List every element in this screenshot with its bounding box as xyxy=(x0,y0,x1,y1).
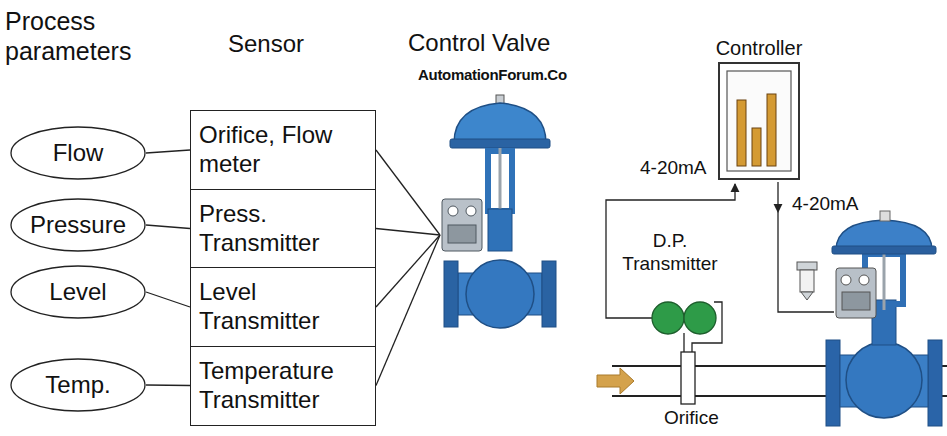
sensor-box: Temperature Transmitter xyxy=(190,346,376,426)
flow-arrow xyxy=(597,368,634,394)
control-valve-illustration xyxy=(466,206,476,216)
control-valve-illustration xyxy=(466,260,534,328)
signal-wire xyxy=(606,184,735,318)
label-holder: AutomationForum.Co xyxy=(418,66,567,84)
label-holder: 4-20mA xyxy=(640,157,707,180)
control-valve-illustration xyxy=(801,292,813,300)
ellipse-outline xyxy=(11,359,145,411)
connector-line xyxy=(146,150,190,153)
parameter-ellipse: Flow xyxy=(10,126,146,180)
label-holder: Orifice xyxy=(664,407,719,430)
connector-line xyxy=(376,229,440,236)
control-valve-illustration xyxy=(454,103,546,143)
label-holder: 4-20mA xyxy=(792,193,859,216)
connector-line xyxy=(376,235,440,386)
control-valve-illustration xyxy=(880,211,890,221)
control-valve-illustration xyxy=(841,275,851,285)
signal-wire xyxy=(778,212,834,312)
control-valve-illustration xyxy=(800,270,814,292)
controller-display xyxy=(727,71,791,171)
connector-line xyxy=(376,235,440,307)
controller-heading: Controller xyxy=(716,36,803,60)
control-valve-illustration xyxy=(444,261,458,327)
column-heading: Process parameters xyxy=(5,6,170,66)
signal-label: 4-20mA xyxy=(792,193,859,216)
dp-transmitter-symbol xyxy=(684,302,716,334)
signal-label: 4-20mA xyxy=(640,157,707,180)
ellipse-outline xyxy=(11,266,145,318)
heading-holder: Control Valve xyxy=(408,29,550,58)
sensor-name: Temperature Transmitter xyxy=(199,357,367,415)
column-heading: Sensor xyxy=(228,30,304,59)
control-valve-illustration xyxy=(499,148,502,217)
connector-line xyxy=(146,384,190,386)
label-holder: Sensor xyxy=(228,30,304,59)
controller-display xyxy=(737,100,746,166)
controller-display xyxy=(727,71,791,171)
connector-line xyxy=(376,150,440,235)
part-label: Orifice xyxy=(664,407,719,430)
sensor-box: Press. Transmitter xyxy=(190,189,376,269)
control-valve-illustration xyxy=(826,340,840,426)
controller-display xyxy=(767,94,776,166)
instrument-label: D.P. Transmitter xyxy=(617,230,723,276)
connector-line xyxy=(146,225,190,229)
control-valve-illustration xyxy=(928,340,942,426)
flow-arrow xyxy=(597,368,634,394)
control-valve-illustration xyxy=(797,262,817,270)
parameter-name: Flow xyxy=(53,139,104,168)
control-valve-illustration xyxy=(488,209,512,251)
control-valve-illustration xyxy=(836,268,876,318)
control-valve-illustration xyxy=(448,225,476,243)
column-heading: Control Valve xyxy=(408,29,550,58)
control-valve-illustration xyxy=(442,199,482,251)
impulse-line xyxy=(684,302,722,352)
controller-display xyxy=(752,128,761,166)
parameter-ellipse: Pressure xyxy=(10,198,146,252)
label-holder: Process parameters xyxy=(5,6,170,66)
dp-transmitter-symbol xyxy=(652,302,716,334)
heading-holder: Controller xyxy=(716,36,803,60)
sensor-box: Orifice, Flow meter xyxy=(190,110,376,190)
parameter-name: Pressure xyxy=(30,211,126,240)
control-valve-illustration xyxy=(542,261,556,327)
sensor-name: Level Transmitter xyxy=(199,278,367,336)
parameter-name: Temp. xyxy=(45,371,110,400)
signal-wire xyxy=(777,182,778,212)
control-valve-illustration xyxy=(846,342,922,418)
orifice-plate xyxy=(681,352,695,404)
control-valve-illustration xyxy=(797,211,942,426)
ellipse-outline xyxy=(11,199,145,251)
control-valve-illustration xyxy=(450,139,550,148)
control-valve-illustration xyxy=(832,246,936,254)
control-valve-illustration xyxy=(842,292,870,310)
control-valve: Control Valve xyxy=(440,95,560,345)
control-valve-illustration xyxy=(442,95,556,328)
sensor-name: Orifice, Flow meter xyxy=(199,121,367,179)
watermark: AutomationForum.Co xyxy=(418,66,567,84)
controller-box: Controller xyxy=(718,62,800,180)
ellipse-outline xyxy=(11,127,145,179)
label-holder: D.P. Transmitter xyxy=(617,230,723,276)
connector-line xyxy=(146,292,190,307)
sensor-box: Level Transmitter xyxy=(190,267,376,347)
parameter-name: Level xyxy=(49,278,106,307)
sensor-name: Press. Transmitter xyxy=(199,200,367,258)
parameter-ellipse: Level xyxy=(10,265,146,319)
dp-transmitter-symbol xyxy=(652,302,684,334)
orifice-plate xyxy=(681,352,695,404)
impulse-line xyxy=(683,333,684,352)
control-valve-illustration xyxy=(883,250,886,310)
control-valve-illustration xyxy=(859,275,869,285)
parameter-ellipse: Temp. xyxy=(10,358,146,412)
control-valve-illustration xyxy=(448,206,458,216)
